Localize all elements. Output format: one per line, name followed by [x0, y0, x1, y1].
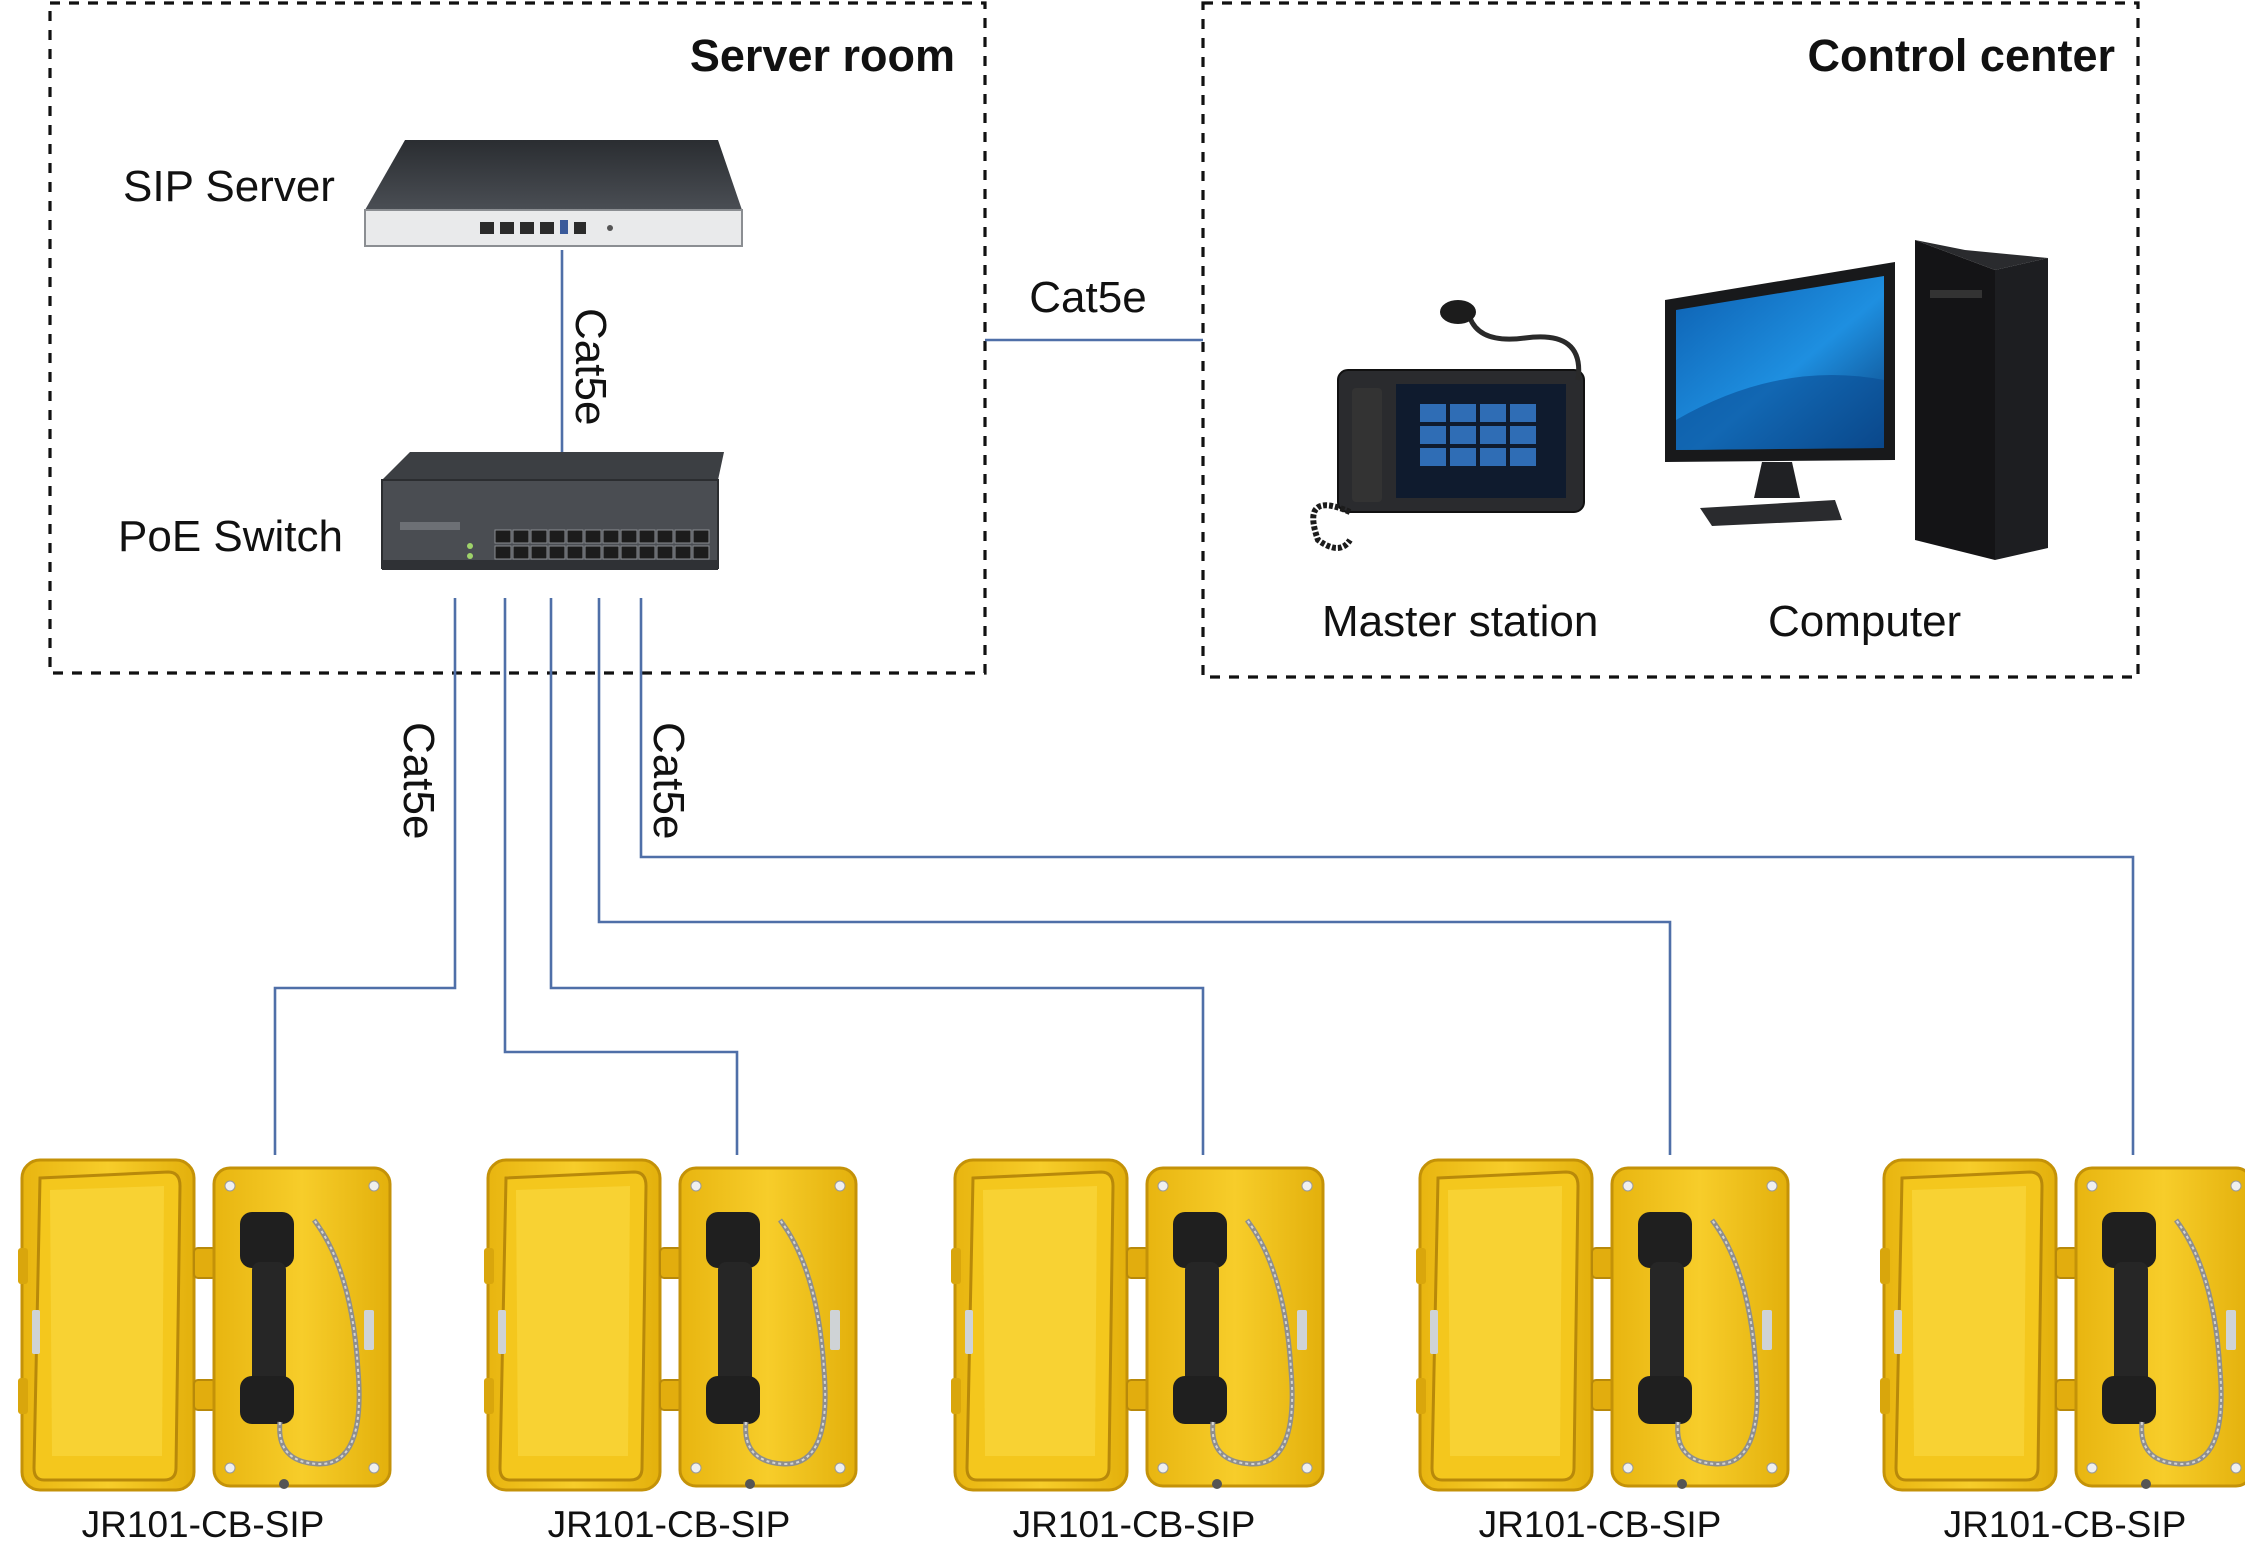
phone-model-label-2: JR101-CB-SIP — [548, 1504, 791, 1545]
cable-label-server-switch: Cat5e — [566, 308, 615, 425]
cable-to-phone-5 — [639, 598, 2135, 1155]
control-center-zone — [1201, 1, 2140, 679]
phone-model-label-3: JR101-CB-SIP — [1013, 1504, 1256, 1545]
cable-label-control-center: Cat5e — [1029, 273, 1146, 322]
phone-model-label-4: JR101-CB-SIP — [1479, 1504, 1722, 1545]
phone-model-label-1: JR101-CB-SIP — [82, 1504, 325, 1545]
emergency-telephone-icon-3 — [951, 1160, 1323, 1490]
emergency-telephone-icon-1 — [18, 1160, 390, 1490]
sip-server-icon — [364, 140, 743, 247]
emergency-telephone-icon-4 — [1416, 1160, 1788, 1490]
master-station-icon — [1310, 300, 1585, 551]
cable-label-phones-right: Cat5e — [644, 722, 693, 839]
cable-to-phone-1 — [273, 598, 457, 1155]
master-station-label: Master station — [1322, 597, 1598, 646]
cable-to-phone-2 — [503, 598, 739, 1155]
emergency-telephone-icon-2 — [484, 1160, 856, 1490]
cable-to-phone-3 — [549, 598, 1205, 1155]
computer-label: Computer — [1768, 597, 1961, 646]
control-center-title: Control center — [1807, 30, 2115, 81]
poe-switch-icon — [381, 452, 724, 570]
sip-server-label: SIP Server — [123, 162, 335, 211]
poe-switch-label: PoE Switch — [118, 512, 343, 561]
server-room-title: Server room — [690, 30, 955, 81]
cable-lines — [273, 250, 2135, 1155]
computer-icon — [1665, 240, 2048, 560]
cable-to-phone-4 — [597, 598, 1672, 1155]
cable-label-phones-left: Cat5e — [394, 722, 443, 839]
emergency-telephone-icon-5 — [1880, 1160, 2245, 1490]
server-room-zone — [48, 1, 987, 675]
phone-model-label-5: JR101-CB-SIP — [1944, 1504, 2187, 1545]
